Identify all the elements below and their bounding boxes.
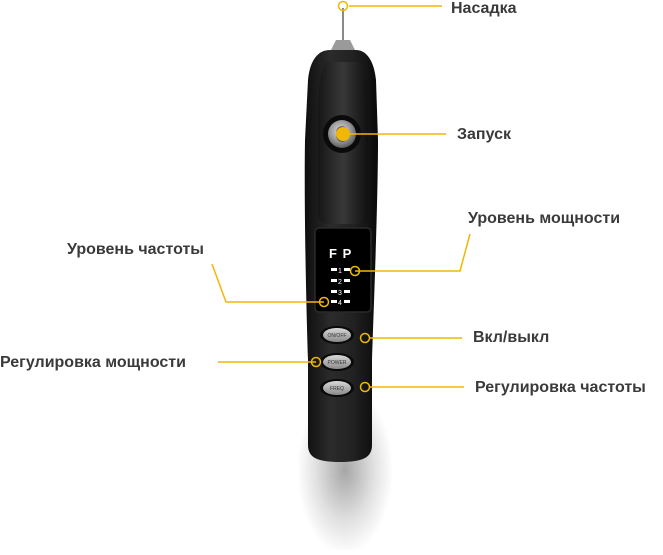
display-level-bar-right <box>344 279 350 282</box>
display-header-p: P <box>343 246 352 261</box>
callout-label-on-off: Вкл/выкл <box>473 329 550 346</box>
display-levels: 1 2 3 4 <box>331 268 350 307</box>
display-level-2: 2 <box>338 279 342 286</box>
callout-line-frequency-level <box>211 263 324 303</box>
marker-power-level <box>349 265 361 277</box>
nozzle-tip <box>330 40 356 52</box>
callout-label-frequency-adjust: Регулировка частоты <box>475 379 646 396</box>
button-power[interactable]: POWER <box>320 353 354 371</box>
display-level-3: 3 <box>338 290 342 297</box>
callout-label-frequency-level: Уровень частоты <box>67 241 204 258</box>
button-on-off-label: ON/OFF <box>328 333 347 339</box>
display-level-4: 4 <box>338 300 342 307</box>
display-level-bar-left <box>331 268 337 271</box>
button-power-label: POWER <box>328 360 347 366</box>
marker-start <box>336 127 350 141</box>
display-level-bar-right <box>344 268 350 271</box>
display-level-bar-left <box>331 279 337 282</box>
display-level-bar-left <box>331 300 337 303</box>
marker-frequency-adjust <box>359 381 371 393</box>
callout-label-power-level: Уровень мощности <box>468 210 621 227</box>
display-level-1: 1 <box>338 268 342 275</box>
display-level-bar-right <box>344 290 350 293</box>
marker-on-off <box>359 332 371 344</box>
display-level-bar-left <box>331 290 337 293</box>
marker-power-adjust <box>310 356 322 368</box>
marker-nozzle <box>337 0 349 12</box>
callout-label-start: Запуск <box>457 126 511 143</box>
callout-line-power-level <box>355 233 471 272</box>
display-panel <box>314 227 372 313</box>
callout-markers <box>310 0 371 393</box>
marker-frequency-level <box>318 296 330 308</box>
display-header-f: F <box>329 246 337 261</box>
callout-label-power-adjust: Регулировка мощности <box>0 354 186 371</box>
button-frequency-label: FREQ <box>330 386 344 392</box>
callout-lines <box>211 5 471 388</box>
button-frequency[interactable]: FREQ <box>320 379 354 397</box>
button-on-off[interactable]: ON/OFF <box>320 326 354 344</box>
callout-label-nozzle: Насадка <box>451 0 517 17</box>
display-level-bar-right <box>344 300 350 303</box>
